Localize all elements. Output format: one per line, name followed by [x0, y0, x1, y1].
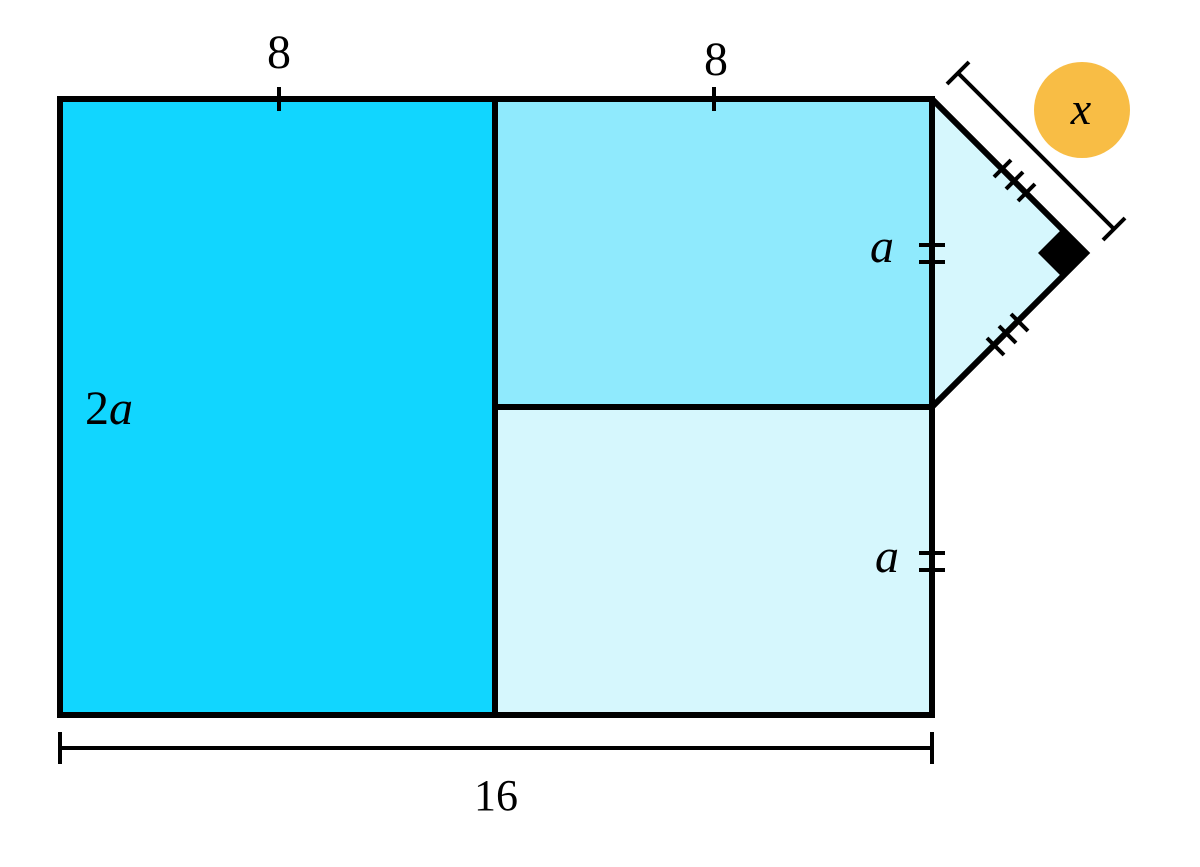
label-upper-a: a — [870, 220, 894, 273]
label-bottom-16: 16 — [474, 771, 518, 820]
tick-upper-leg-2 — [1004, 170, 1025, 191]
top-tick-marks — [277, 87, 716, 111]
x-dimension-cap-end — [1101, 216, 1127, 242]
label-lower-a: a — [875, 530, 899, 583]
label-x: x — [1070, 83, 1092, 134]
x-dimension-shaft — [956, 71, 1116, 231]
tick-lower-leg-2 — [997, 324, 1018, 345]
bottom-dimension-line — [58, 732, 934, 764]
label-2a: 2a — [85, 382, 133, 435]
lower-right-rectangle — [495, 407, 932, 715]
right-angle-marker — [1038, 229, 1086, 277]
tick-lower-leg-1 — [985, 336, 1006, 357]
tick-lower-leg-3 — [1009, 312, 1030, 333]
label-top-right-8: 8 — [704, 33, 728, 86]
triple-tick-marks — [985, 158, 1037, 357]
tick-upper-leg-1 — [992, 158, 1013, 179]
x-dimension-line — [945, 60, 1127, 242]
left-square — [60, 99, 495, 715]
double-tick-marks — [919, 243, 945, 572]
upper-right-rectangle — [495, 99, 932, 407]
x-dimension-cap-start — [945, 60, 971, 86]
tick-upper-leg-3 — [1016, 182, 1037, 203]
unknown-x-circle — [1034, 62, 1130, 158]
label-2a-variable: a — [109, 382, 133, 435]
label-2a-coefficient: 2 — [85, 382, 109, 435]
right-isosceles-triangle — [932, 99, 1086, 407]
label-top-left-8: 8 — [267, 26, 291, 79]
